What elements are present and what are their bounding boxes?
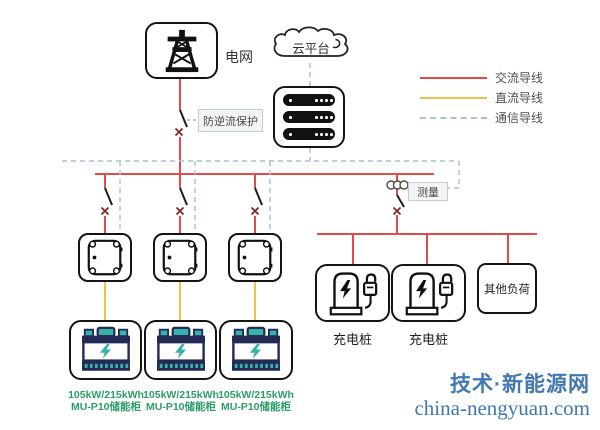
- cloud-icon: [273, 26, 349, 57]
- legend: 交流导线 直流导线 通信导线: [420, 71, 543, 131]
- grid-label: 电网: [225, 49, 253, 65]
- battery-node-box: [219, 320, 293, 380]
- dc-line-swatch: [420, 96, 487, 99]
- dc-wires: [104, 282, 256, 321]
- server-icon: [283, 94, 335, 106]
- legend-item-ac: 交流导线: [420, 71, 544, 85]
- inverter-icon: [162, 239, 198, 275]
- comm-line-swatch: [420, 116, 487, 119]
- ct-measurement-icon: [386, 180, 409, 190]
- ac-wires: [95, 79, 537, 264]
- other-load-node-box: 其他负荷: [477, 263, 537, 314]
- storage-name: MU-P10储能柜: [70, 401, 141, 413]
- charging-pile-node-box: [315, 264, 390, 322]
- battery-icon: [81, 326, 130, 371]
- server-icon: [283, 111, 335, 123]
- inverter-node-box: [78, 233, 132, 282]
- battery-node-box: [144, 320, 217, 380]
- server-node-box: [273, 86, 345, 148]
- battery-icon: [232, 326, 280, 371]
- watermark: 技术·新能源网 china-nengyuan.com: [414, 373, 590, 420]
- storage-unit-label: 105kW/215kWh MU-P10储能柜: [214, 389, 298, 413]
- storage-capacity: 105kW/215kWh: [68, 389, 144, 401]
- anti-backflow-chip: 防逆流保护: [198, 109, 263, 132]
- inverter-icon: [237, 239, 273, 275]
- inverter-node-box: [228, 233, 282, 282]
- legend-item-comm: 通信导线: [420, 111, 544, 125]
- battery-icon: [156, 326, 205, 371]
- legend-label: 直流导线: [495, 91, 544, 105]
- storage-name: MU-P10储能柜: [220, 401, 291, 413]
- disconnect-switch-blades: [104, 109, 405, 208]
- charging-pile-icon: [329, 272, 377, 316]
- charging-pile-label: 充电桩: [332, 332, 372, 347]
- storage-capacity: 105kW/215kWh: [143, 389, 219, 401]
- storage-unit-label: 105kW/215kWh MU-P10储能柜: [64, 389, 148, 413]
- storage-name: MU-P10储能柜: [145, 401, 216, 413]
- legend-label: 交流导线: [495, 71, 544, 85]
- watermark-url: china-nengyuan.com: [414, 395, 590, 420]
- storage-unit-label: 105kW/215kWh MU-P10储能柜: [139, 389, 223, 413]
- inverter-icon: [87, 239, 123, 275]
- measurement-chip: 测量: [408, 182, 448, 201]
- inverter-node-box: [153, 233, 207, 282]
- comm-wires: [62, 63, 460, 233]
- charging-pile-node-box: [391, 264, 466, 322]
- grid-node-box: [145, 22, 218, 79]
- legend-label: 通信导线: [495, 111, 544, 125]
- ac-line-swatch: [420, 76, 487, 79]
- legend-item-dc: 直流导线: [420, 91, 544, 105]
- server-icon: [283, 128, 335, 140]
- watermark-brand: 技术·新能源网: [450, 373, 590, 396]
- transmission-tower-icon: [165, 29, 198, 72]
- switch-x-marks: [100, 127, 402, 216]
- cloud-label: 云平台: [292, 42, 330, 56]
- battery-node-box: [69, 320, 142, 380]
- storage-capacity: 105kW/215kWh: [218, 389, 294, 401]
- charging-pile-label: 充电桩: [408, 332, 448, 347]
- charging-pile-icon: [405, 272, 453, 316]
